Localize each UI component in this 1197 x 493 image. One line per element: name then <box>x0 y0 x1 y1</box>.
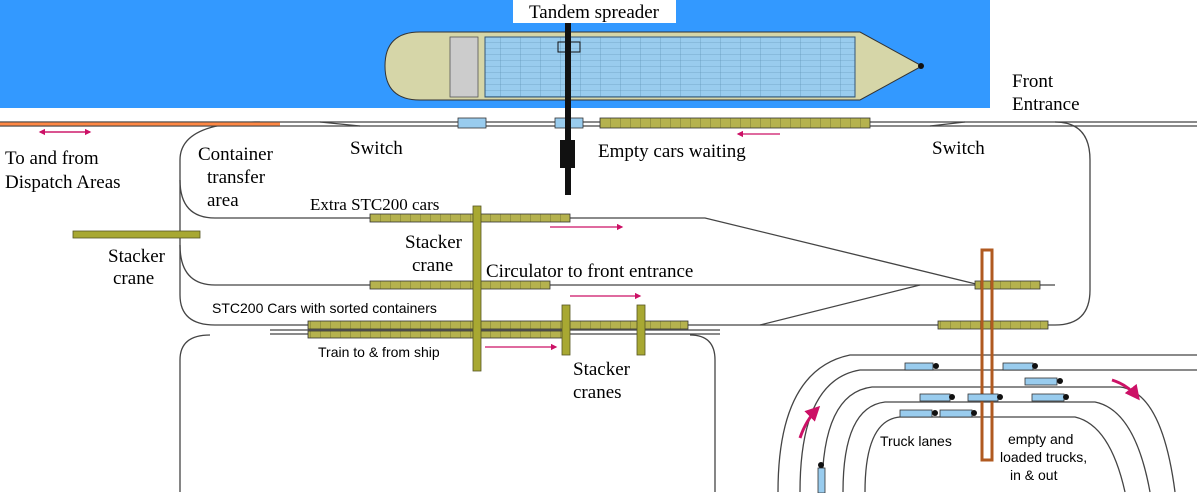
flow-arrows <box>38 128 1140 439</box>
switch-left-label: Switch <box>350 138 403 159</box>
truck-lanes-label: Truck lanes <box>880 433 952 449</box>
container-transfer-label-3: area <box>207 190 239 211</box>
stacker-crane-left-label-1: Stacker <box>108 246 166 267</box>
container-transfer-label-2: transfer <box>207 167 266 188</box>
switch-right-label: Switch <box>932 138 985 159</box>
extra-cars-label: Extra STC200 cars <box>310 195 439 214</box>
empty-loaded-label-2: loaded trucks, <box>1000 449 1087 465</box>
tandem-spreader <box>557 20 581 195</box>
front-entrance-label-1: Front <box>1012 71 1054 92</box>
truck-transfer-crane <box>980 248 994 462</box>
stacker-crane-mid-label-2: crane <box>412 255 453 276</box>
stacker-cranes <box>72 205 646 372</box>
dispatch-label-1: To and from <box>5 148 99 169</box>
stacker-crane-left-label-2: crane <box>113 268 154 289</box>
container-ship <box>384 31 924 101</box>
stacker-cranes-label-2: cranes <box>573 382 622 403</box>
stacker-crane-mid-label-1: Stacker <box>405 232 463 253</box>
truck-cabs <box>818 363 1069 468</box>
stacker-cranes-label-1: Stacker <box>573 359 631 380</box>
dispatch-label-2: Dispatch Areas <box>5 172 121 193</box>
empty-loaded-label-3: in & out <box>1010 467 1058 483</box>
empty-cars-label: Empty cars waiting <box>598 141 746 162</box>
stc200-sorted-label: STC200 Cars with sorted containers <box>212 300 437 316</box>
empty-loaded-label-1: empty and <box>1008 431 1073 447</box>
tandem-spreader-label-bg <box>513 0 676 23</box>
tandem-spreader-label: Tandem spreader <box>529 2 660 23</box>
container-transfer-label-1: Container <box>198 144 274 165</box>
train-ship-label: Train to & from ship <box>318 344 440 360</box>
front-entrance-label-2: Entrance <box>1012 94 1080 115</box>
circulator-label: Circulator to front entrance <box>486 261 693 282</box>
trucks <box>817 362 1065 493</box>
